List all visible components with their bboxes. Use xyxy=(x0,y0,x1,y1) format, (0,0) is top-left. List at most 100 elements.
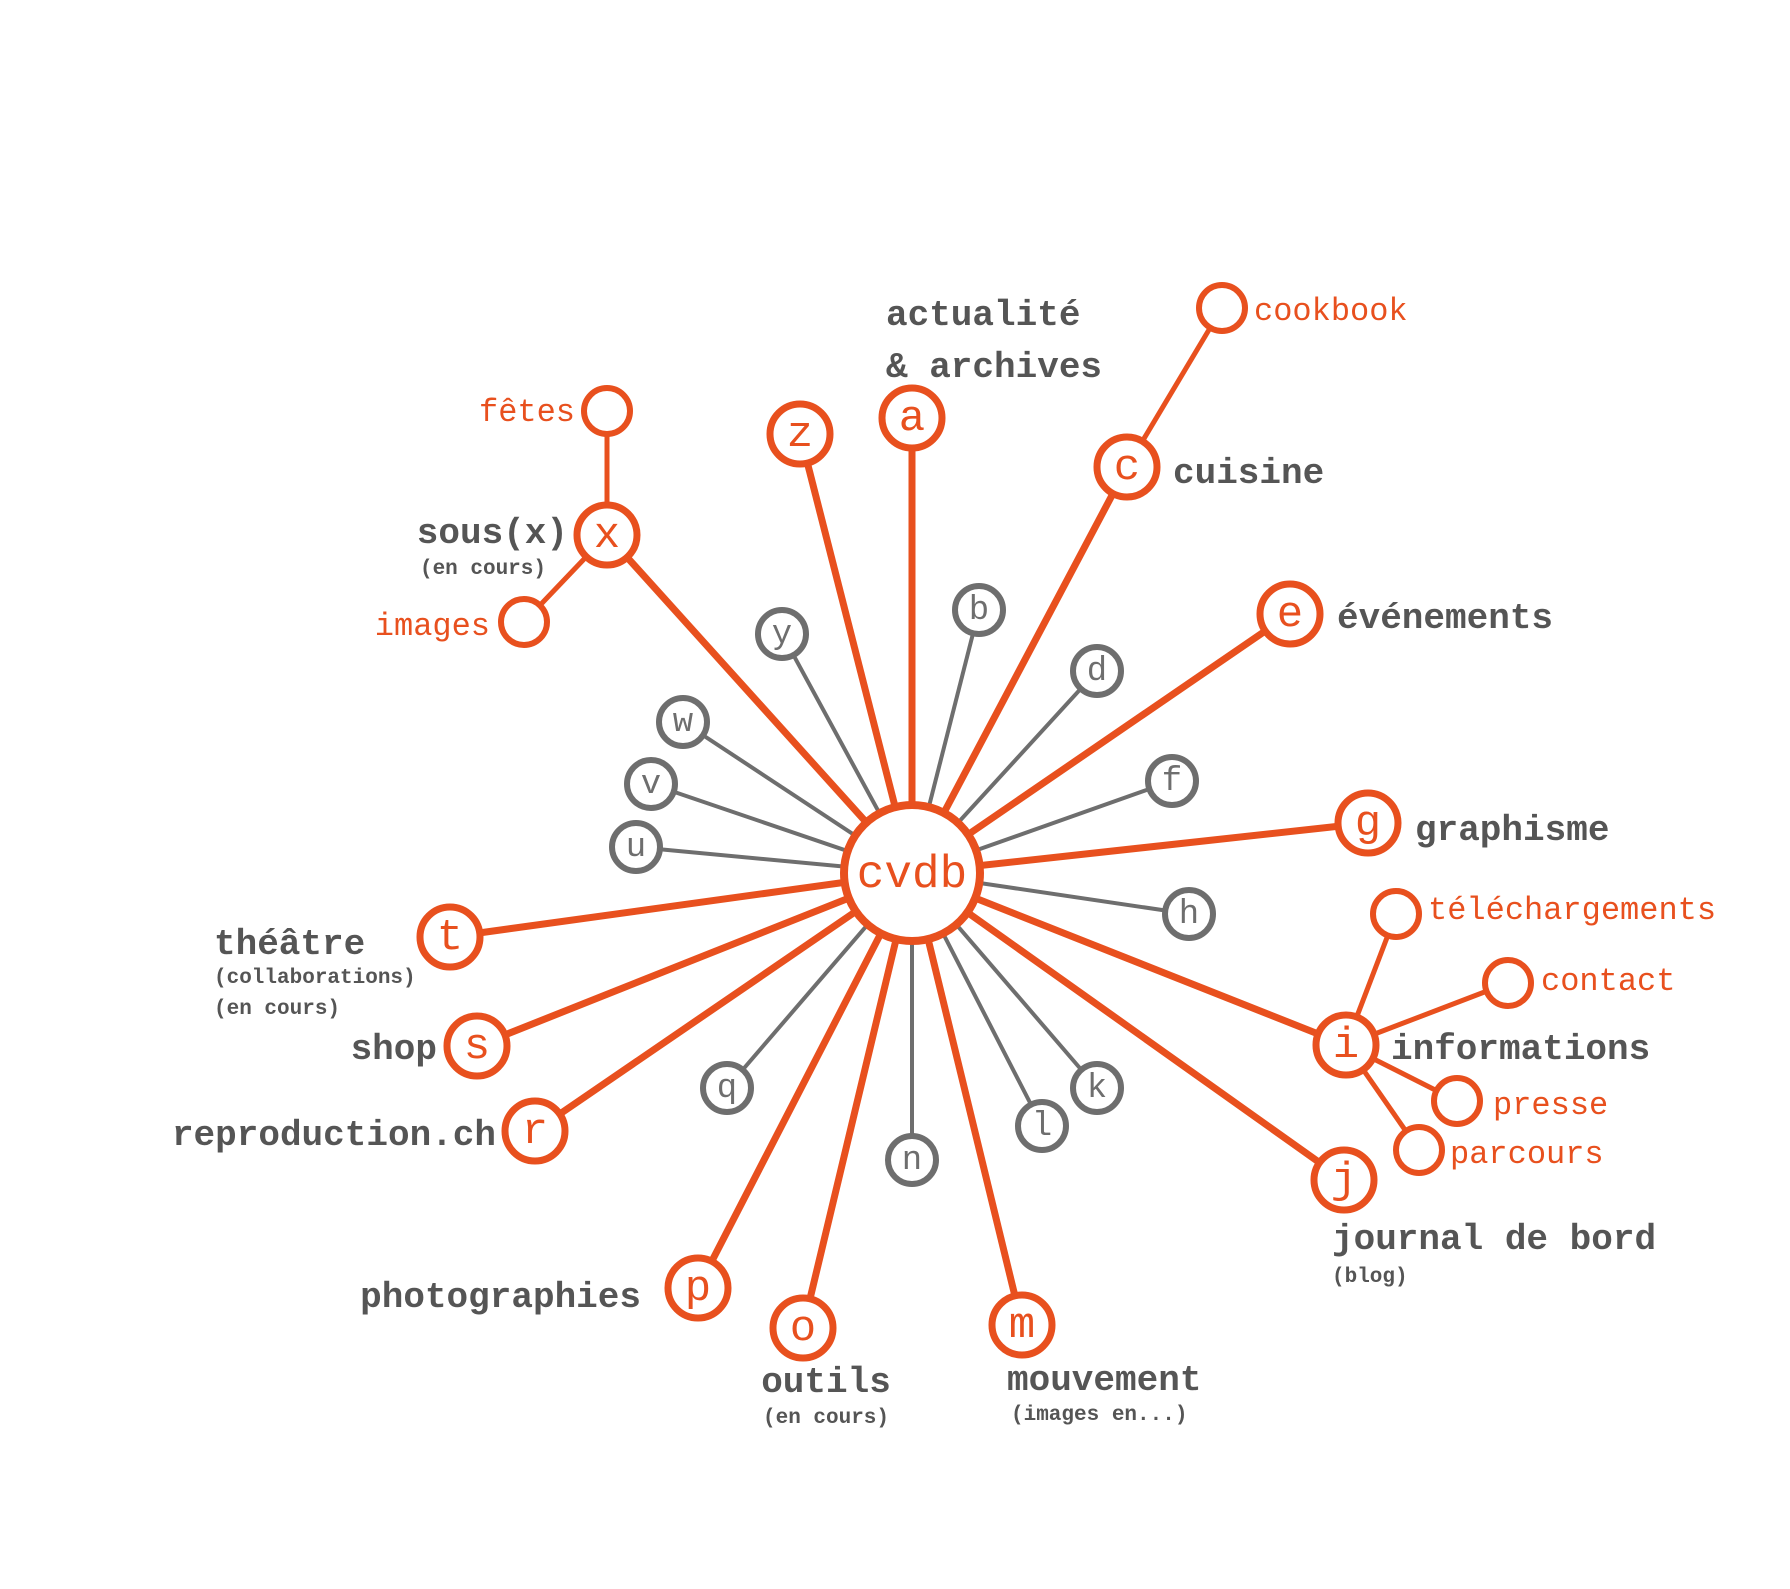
inactive-node-letter: v xyxy=(641,766,661,804)
node-label-t[interactable]: théâtre xyxy=(214,924,365,965)
inactive-node-u: u xyxy=(609,820,663,874)
edge-t xyxy=(449,869,913,941)
node-s[interactable]: s xyxy=(443,1012,511,1080)
node-letter[interactable]: g xyxy=(1355,799,1381,849)
edge-s xyxy=(475,869,914,1050)
node-circle[interactable] xyxy=(1334,789,1402,857)
subnode-telechargements[interactable] xyxy=(1370,888,1422,940)
node-g[interactable]: g xyxy=(1334,789,1402,857)
node-o[interactable]: o xyxy=(769,1294,837,1362)
subnode-images[interactable] xyxy=(498,596,550,648)
node-circle[interactable] xyxy=(1256,580,1324,648)
node-circle[interactable] xyxy=(769,1294,837,1362)
node-label-s[interactable]: shop xyxy=(351,1029,437,1070)
node-label-x[interactable]: sous(x) xyxy=(417,513,568,554)
node-label-r[interactable]: reproduction.ch xyxy=(172,1115,496,1156)
node-m[interactable]: m xyxy=(988,1291,1056,1359)
inactive-node-v: v xyxy=(624,757,678,811)
node-circle[interactable] xyxy=(573,501,641,569)
subnode-contact[interactable] xyxy=(1482,957,1534,1009)
center-node[interactable]: cvdb xyxy=(840,801,984,945)
inactive-node-letter: u xyxy=(626,829,646,867)
inactive-node-y: y xyxy=(755,607,809,661)
inactive-node-circle xyxy=(885,1133,939,1187)
node-label-j[interactable]: journal de bord xyxy=(1332,1219,1656,1260)
node-circle[interactable] xyxy=(766,400,834,468)
node-letter[interactable]: p xyxy=(685,1264,711,1314)
node-circle[interactable] xyxy=(664,1254,732,1322)
node-t[interactable]: t xyxy=(416,903,484,971)
inactive-node-q: q xyxy=(700,1061,754,1115)
node-letter[interactable]: s xyxy=(464,1022,490,1072)
subnode-cookbook[interactable] xyxy=(1196,282,1248,334)
inactive-node-circle xyxy=(624,757,678,811)
node-p[interactable]: p xyxy=(664,1254,732,1322)
node-circle[interactable] xyxy=(443,1012,511,1080)
node-letter[interactable]: e xyxy=(1277,590,1303,640)
subnode-parcours[interactable] xyxy=(1393,1124,1445,1176)
edge-i xyxy=(910,869,1348,1049)
node-label-o[interactable]: outils xyxy=(761,1362,891,1403)
node-c[interactable]: c xyxy=(1093,433,1161,501)
node-sublabel-t: (collaborations) xyxy=(214,967,416,990)
center-node-circle[interactable] xyxy=(840,801,984,945)
node-letter[interactable]: c xyxy=(1114,443,1140,493)
node-letter[interactable]: m xyxy=(1009,1301,1035,1351)
node-letter[interactable]: i xyxy=(1333,1021,1359,1071)
node-x[interactable]: x xyxy=(573,501,641,569)
node-label-p[interactable]: photographies xyxy=(360,1277,641,1318)
inactive-node-circle xyxy=(1070,1061,1124,1115)
node-label-a[interactable]: actualité xyxy=(886,295,1080,336)
node-letter[interactable]: x xyxy=(594,511,620,561)
center-node-label[interactable]: cvdb xyxy=(857,849,967,901)
node-circle[interactable] xyxy=(416,903,484,971)
node-letter[interactable]: r xyxy=(522,1107,548,1157)
node-i[interactable]: i xyxy=(1312,1011,1380,1079)
subnode-presse[interactable] xyxy=(1431,1075,1483,1127)
edge-o xyxy=(799,872,916,1329)
inactive-node-letter: y xyxy=(772,616,792,654)
node-label-i[interactable]: informations xyxy=(1391,1029,1650,1070)
inactive-node-circle xyxy=(609,820,663,874)
subnode-label-fetes[interactable]: fêtes xyxy=(479,394,575,431)
inactive-node-circle xyxy=(1145,754,1199,808)
node-circle[interactable] xyxy=(1310,1146,1378,1214)
node-a[interactable]: a xyxy=(878,384,946,452)
subnode-label-telechargements[interactable]: téléchargements xyxy=(1428,892,1716,929)
edge-m xyxy=(908,872,1026,1326)
node-letter[interactable]: z xyxy=(787,410,813,460)
inactive-node-n: n xyxy=(885,1133,939,1187)
node-letter[interactable]: o xyxy=(790,1304,816,1354)
subnode-fetes[interactable] xyxy=(581,385,633,437)
node-sublabel-t: (en cours) xyxy=(214,998,340,1021)
node-label-c[interactable]: cuisine xyxy=(1173,453,1324,494)
node-label-m[interactable]: mouvement xyxy=(1007,1360,1201,1401)
node-letter[interactable]: t xyxy=(437,913,463,963)
node-z[interactable]: z xyxy=(766,400,834,468)
node-sublabel-x: (en cours) xyxy=(420,558,546,581)
node-r[interactable]: r xyxy=(501,1097,569,1165)
inactive-node-l: l xyxy=(1015,1099,1069,1153)
subnode-label-presse[interactable]: presse xyxy=(1493,1087,1608,1124)
node-label-a[interactable]: & archives xyxy=(886,347,1102,388)
inactive-node-letter: d xyxy=(1087,653,1107,691)
node-label-g[interactable]: graphisme xyxy=(1415,810,1609,851)
node-circle[interactable] xyxy=(1093,433,1161,501)
node-letter[interactable]: a xyxy=(899,394,925,444)
edge-z xyxy=(796,433,916,874)
node-j[interactable]: j xyxy=(1310,1146,1378,1214)
edge-x xyxy=(604,532,915,876)
node-circle[interactable] xyxy=(878,384,946,452)
subnode-label-cookbook[interactable]: cookbook xyxy=(1254,293,1408,330)
node-circle[interactable] xyxy=(988,1291,1056,1359)
node-circle[interactable] xyxy=(501,1097,569,1165)
node-e[interactable]: e xyxy=(1256,580,1324,648)
inactive-node-circle xyxy=(1162,887,1216,941)
node-circle[interactable] xyxy=(1312,1011,1380,1079)
node-letter[interactable]: j xyxy=(1331,1156,1357,1206)
subnode-label-images[interactable]: images xyxy=(375,608,490,645)
subnode-label-contact[interactable]: contact xyxy=(1541,963,1675,1000)
edge-p xyxy=(694,871,916,1290)
subnode-label-parcours[interactable]: parcours xyxy=(1450,1136,1604,1173)
node-label-e[interactable]: événements xyxy=(1337,598,1553,639)
